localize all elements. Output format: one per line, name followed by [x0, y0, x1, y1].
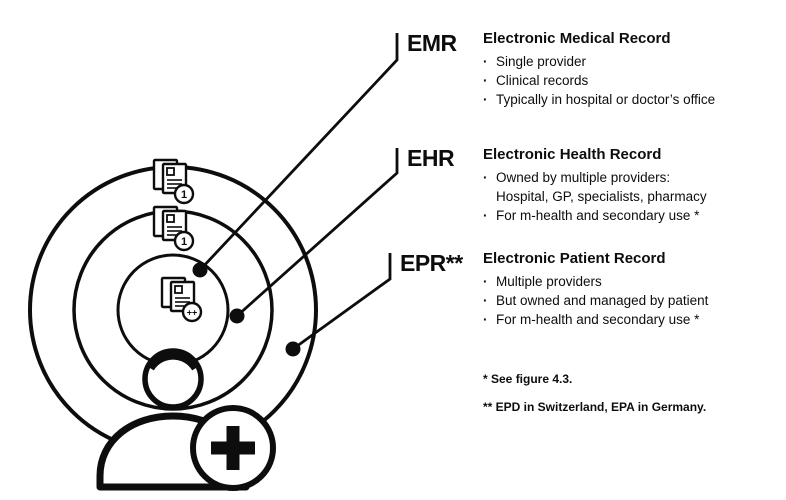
bullet-marker: ·	[483, 312, 488, 327]
bullet-marker: ·	[483, 293, 488, 308]
photo-icon	[166, 214, 175, 223]
section-epr-title: Electronic Patient Record	[483, 250, 666, 267]
emr-dot	[192, 262, 208, 278]
section-epr: Electronic Patient Record · Multiple pro…	[483, 250, 778, 329]
ehr-dot	[229, 308, 245, 324]
bullet-marker: ·	[483, 54, 488, 69]
bullet-marker: ·	[483, 170, 488, 185]
footnote-see-figure: * See figure 4.3.	[483, 372, 573, 386]
section-emr-title: Electronic Medical Record	[483, 30, 671, 47]
count-badge-inner	[181, 301, 203, 323]
bullet-text: Single provider	[496, 54, 587, 69]
section-ehr-title: Electronic Health Record	[483, 146, 662, 163]
bullet-marker: ·	[483, 73, 488, 88]
section-ehr: Electronic Health Record · Owned by mult…	[483, 146, 778, 225]
count-badge-outer	[173, 183, 195, 205]
list-item: · But owned and managed by patient	[483, 291, 778, 310]
patient-icon	[96, 348, 276, 491]
bullet-continuation: Hospital, GP, specialists, pharmacy	[496, 189, 707, 204]
epr-connector-line	[292, 253, 392, 351]
list-item: · For m-health and secondary use *	[483, 206, 778, 225]
list-item: · Typically in hospital or doctor’s offi…	[483, 90, 778, 109]
section-emr: Electronic Medical Record · Single provi…	[483, 30, 778, 109]
bullet-text: Owned by multiple providers:	[496, 170, 671, 185]
pointer-dots	[192, 262, 301, 357]
ehr-connector-line	[236, 148, 399, 318]
label-ehr: EHR	[407, 145, 455, 171]
photo-icon	[166, 167, 175, 176]
bullet-text: For m-health and secondary use *	[496, 208, 700, 223]
label-epr: EPR**	[400, 250, 463, 276]
bullet-text: Clinical records	[496, 73, 589, 88]
epr-dot	[285, 341, 301, 357]
count-badge-middle	[173, 230, 195, 252]
patient-hair	[146, 350, 200, 371]
count-badge-outer-label: 1	[181, 189, 187, 201]
label-emr: EMR	[407, 30, 457, 56]
emr-connector-line	[198, 33, 399, 271]
document-icon-outer: 1	[152, 158, 195, 205]
count-badge-middle-label: 1	[181, 236, 187, 248]
list-item: · For m-health and secondary use *	[483, 310, 778, 329]
count-badge-inner-label: ++	[187, 308, 198, 318]
bullet-marker: ·	[483, 92, 488, 107]
document-icon-middle: 1	[152, 205, 195, 252]
bullet-marker: ·	[483, 274, 488, 289]
list-item: · Owned by multiple providers:	[483, 168, 778, 187]
list-item: · Multiple providers	[483, 272, 778, 291]
footnote-epd-epa: ** EPD in Switzerland, EPA in Germany.	[483, 400, 707, 414]
bullet-marker: ·	[483, 208, 488, 223]
bullet-text: Typically in hospital or doctor’s office	[496, 92, 716, 107]
connector-lines	[198, 33, 399, 351]
list-item: · Clinical records	[483, 71, 778, 90]
bullet-text: For m-health and secondary use *	[496, 312, 700, 327]
document-icon-inner: ++	[160, 276, 203, 323]
bullet-text: Multiple providers	[496, 274, 602, 289]
list-item: · Single provider	[483, 52, 778, 71]
medical-cross-icon	[211, 426, 255, 470]
photo-icon	[174, 285, 183, 294]
bullet-text: But owned and managed by patient	[496, 293, 709, 308]
